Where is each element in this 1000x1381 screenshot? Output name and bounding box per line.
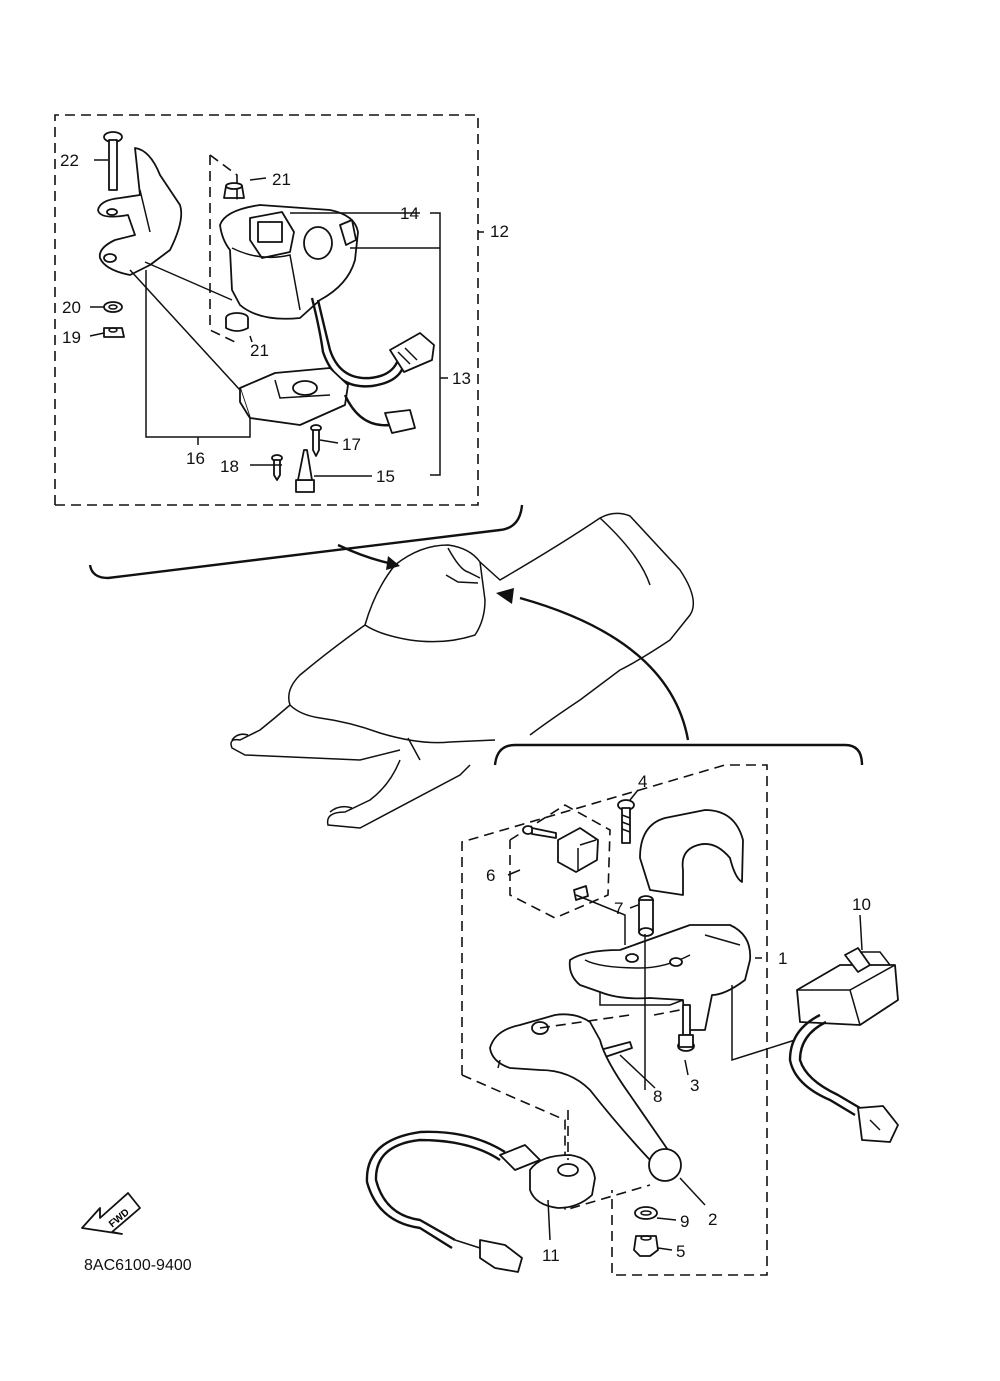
bracket (97, 147, 183, 276)
callout-21-lower: 21 (250, 341, 269, 360)
bottom-inset-border (461, 764, 768, 1276)
screw-17 (310, 424, 322, 457)
callout-19: 19 (62, 328, 81, 347)
wire-harness-lower (343, 394, 416, 434)
throttle-sensor-11 (499, 1144, 596, 1209)
screw-18 (271, 454, 283, 481)
fwd-arrow-icon: FWD (81, 1192, 141, 1235)
callout-6: 6 (486, 866, 495, 885)
lever-housing-1 (568, 924, 752, 1031)
callout-12: 12 (490, 222, 509, 241)
callout-3: 3 (690, 1076, 699, 1095)
sub-inset-6-border (509, 804, 611, 919)
callout-1: 1 (778, 949, 787, 968)
sensor-wire-11 (365, 1130, 523, 1273)
pointer-arrows (337, 543, 690, 741)
controller-wire-10 (788, 1013, 899, 1143)
lever-cover-cap (639, 809, 744, 896)
callout-11: 11 (542, 1246, 560, 1265)
snowmobile-outline (230, 512, 695, 829)
top-inset: 22 21 14 12 20 19 21 13 17 16 18 15 (54, 114, 524, 580)
top-inset-border (54, 114, 479, 506)
diagram-code: 8AC6100-9400 (84, 1257, 192, 1274)
callout-7: 7 (614, 899, 623, 918)
bolt-22 (103, 131, 123, 191)
nut-21-lower (225, 312, 249, 332)
adjuster-spring-6 (573, 885, 589, 901)
callout-22: 22 (60, 151, 79, 170)
callout-9: 9 (680, 1212, 689, 1231)
nut-19 (103, 327, 125, 338)
washer-9 (634, 1206, 658, 1220)
callout-17: 17 (342, 435, 361, 454)
lower-cover-16 (239, 367, 349, 426)
nut-5 (633, 1235, 659, 1257)
callout-2: 2 (708, 1210, 717, 1229)
bolt-4 (617, 799, 635, 844)
callout-4: 4 (638, 772, 647, 791)
callout-8: 8 (653, 1087, 662, 1106)
callout-14: 14 (400, 204, 419, 223)
bolt-3 (677, 1004, 695, 1052)
bottom-inset-leader-bracket (493, 743, 864, 766)
controller-unit-10 (796, 947, 899, 1026)
collar-7 (638, 895, 654, 937)
callout-10: 10 (852, 895, 871, 914)
callout-5: 5 (676, 1242, 685, 1261)
callout-18: 18 (220, 457, 239, 476)
adjuster-screw-6 (522, 825, 557, 839)
adjuster-block-6 (557, 827, 599, 873)
screw-15 (295, 449, 315, 493)
callout-15: 15 (376, 467, 395, 486)
bottom-inset: 4 6 10 7 1 3 8 2 9 5 11 (365, 743, 899, 1276)
switch-housing-14 (219, 204, 359, 320)
callout-16: 16 (186, 449, 205, 468)
nut-21-upper (223, 182, 245, 199)
callout-21-upper: 21 (272, 170, 291, 189)
throttle-lever-2 (489, 1013, 682, 1182)
callout-13: 13 (452, 369, 471, 388)
washer-20 (103, 301, 123, 313)
top-inset-leader-bracket (88, 504, 524, 580)
callout-20: 20 (62, 298, 81, 317)
